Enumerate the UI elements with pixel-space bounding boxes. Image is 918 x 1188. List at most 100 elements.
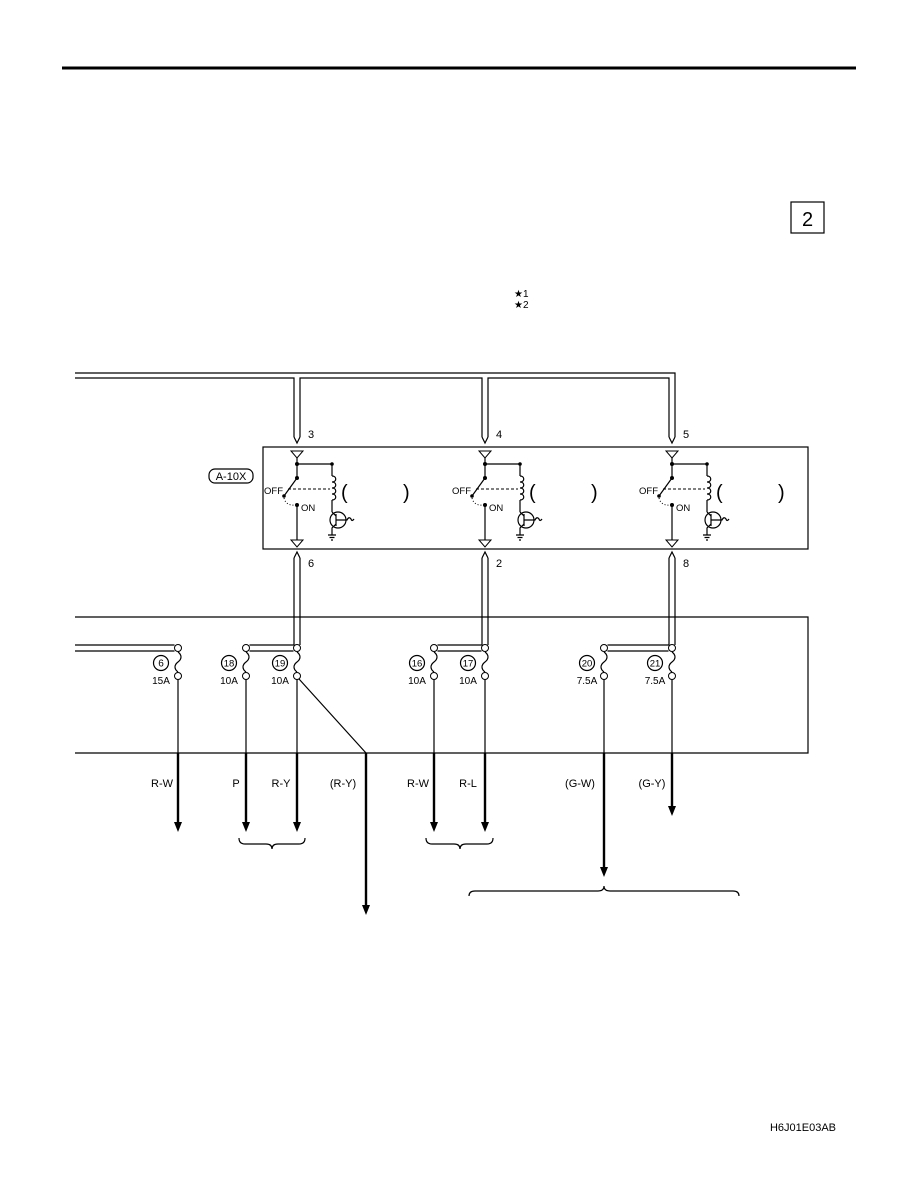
ground-icon bbox=[328, 534, 336, 541]
arrow-down-icon bbox=[668, 806, 676, 816]
switch-blade bbox=[471, 477, 486, 497]
pin-in-label: 5 bbox=[683, 429, 689, 441]
note-mark-1: ★1 bbox=[514, 289, 529, 300]
wire-color-label: R-L bbox=[459, 778, 477, 790]
connector-id: A-10X bbox=[216, 471, 247, 483]
fuse-rating: 10A bbox=[459, 676, 477, 687]
fuse-number: 18 bbox=[224, 659, 235, 670]
fuse-element bbox=[174, 651, 182, 673]
paren-close: ) bbox=[778, 482, 785, 504]
paren-open: ( bbox=[529, 482, 536, 504]
pin-in-terminal bbox=[477, 450, 493, 459]
fuse-20: 20 7.5A bbox=[577, 644, 608, 687]
arrow-down-icon bbox=[362, 905, 370, 915]
fuse-number: 21 bbox=[650, 659, 661, 670]
bus-20-21-a bbox=[607, 558, 670, 646]
ground-icon bbox=[703, 534, 711, 541]
figure-code: H6J01E03AB bbox=[770, 1122, 836, 1134]
relay-2: 4 OFF ON ( ) 2 bbox=[452, 429, 598, 570]
fuse-number: 20 bbox=[582, 659, 593, 670]
wire-color-label: P bbox=[232, 778, 239, 790]
fuse-number: 6 bbox=[158, 659, 164, 670]
fuse-number: 19 bbox=[275, 659, 286, 670]
supply-wire-pin3 bbox=[75, 377, 295, 437]
output-wire-8: (G-Y) bbox=[639, 679, 676, 816]
fuse-rating: 10A bbox=[271, 676, 289, 687]
top-supply-wires bbox=[75, 372, 676, 445]
arrow-down-icon bbox=[600, 867, 608, 877]
transistor-icon bbox=[329, 511, 355, 535]
output-wire-2: P bbox=[232, 679, 250, 832]
wire-join-pin4 bbox=[481, 436, 489, 445]
fuse-element bbox=[668, 651, 676, 673]
pin-in-label: 3 bbox=[308, 429, 314, 441]
wire-color-label: (G-Y) bbox=[639, 778, 666, 790]
output-wire-1: R-W bbox=[151, 679, 182, 832]
junction-dot bbox=[518, 462, 522, 466]
output-wire-3: R-Y bbox=[272, 679, 301, 832]
switch-blade bbox=[283, 477, 298, 497]
switch-off-label: OFF bbox=[639, 486, 658, 497]
arrow-down-icon bbox=[174, 822, 182, 832]
supply-wire-outer bbox=[75, 372, 676, 437]
junction-dot bbox=[705, 462, 709, 466]
arrow-down-icon bbox=[242, 822, 250, 832]
switch-moving-contact bbox=[657, 494, 661, 498]
switch-on-label: ON bbox=[301, 503, 315, 514]
output-wire-5: R-W bbox=[407, 679, 438, 832]
fuse-17: 17 10A bbox=[459, 644, 489, 687]
pin-out-label: 2 bbox=[496, 558, 502, 570]
page-number: 2 bbox=[802, 209, 813, 231]
fuse-rating: 10A bbox=[408, 676, 426, 687]
relay-coil bbox=[331, 475, 337, 501]
wire-join-pin5 bbox=[668, 436, 676, 445]
arrow-down-icon bbox=[430, 822, 438, 832]
fuse-19: 19 10A bbox=[271, 644, 301, 687]
fuse-rating: 7.5A bbox=[577, 676, 598, 687]
output-join-pin8 bbox=[668, 550, 676, 559]
page-number-box: 2 bbox=[790, 201, 825, 234]
wire-color-label: R-W bbox=[407, 778, 430, 790]
pin-in-terminal bbox=[664, 450, 680, 459]
supply-wire-pin4 bbox=[299, 377, 483, 437]
switch-on-label: ON bbox=[676, 503, 690, 514]
switch-moving-contact bbox=[282, 494, 286, 498]
fuse-6: 6 15A bbox=[152, 644, 182, 687]
pin-in-terminal bbox=[289, 450, 305, 459]
output-wire-7: (G-W) bbox=[565, 679, 608, 877]
supply-wire-pin5 bbox=[487, 377, 670, 437]
note-mark-2: ★2 bbox=[514, 300, 529, 311]
paren-open: ( bbox=[716, 482, 723, 504]
output-join-pin2 bbox=[481, 550, 489, 559]
brace-fuse-16-17 bbox=[425, 837, 494, 850]
transistor-icon bbox=[704, 511, 730, 535]
switch-travel-arc bbox=[471, 497, 484, 506]
output-join-pin6 bbox=[293, 550, 301, 559]
wire-color-label: (G-W) bbox=[565, 778, 595, 790]
switch-travel-arc bbox=[283, 497, 296, 506]
wire-join-pin3 bbox=[293, 436, 301, 445]
fuse-16: 16 10A bbox=[408, 644, 438, 687]
output-wire-6: R-L bbox=[459, 679, 489, 832]
coil-feed bbox=[672, 463, 708, 476]
pin-out-terminal bbox=[289, 539, 305, 548]
connector-label: A-10X bbox=[208, 468, 254, 484]
fuse-element bbox=[430, 651, 438, 673]
coil-feed bbox=[485, 463, 521, 476]
arrow-down-icon bbox=[481, 822, 489, 832]
fuse-18: 18 10A bbox=[220, 644, 250, 687]
fuse-rating: 7.5A bbox=[645, 676, 666, 687]
junction-dot bbox=[330, 462, 334, 466]
fuse-block bbox=[75, 616, 809, 754]
bus-18-19-a bbox=[249, 558, 295, 646]
paren-open: ( bbox=[341, 482, 348, 504]
relay-1: 3 OFF ON ( ) 6 bbox=[264, 429, 410, 570]
fuse-element bbox=[600, 651, 608, 673]
switch-moving-contact bbox=[470, 494, 474, 498]
wire-color-label: (R-Y) bbox=[330, 778, 356, 790]
ground-icon bbox=[516, 534, 524, 541]
paren-close: ) bbox=[591, 482, 598, 504]
wire-color-label: R-Y bbox=[272, 778, 292, 790]
transistor-icon bbox=[517, 511, 543, 535]
relay-box bbox=[262, 446, 809, 550]
